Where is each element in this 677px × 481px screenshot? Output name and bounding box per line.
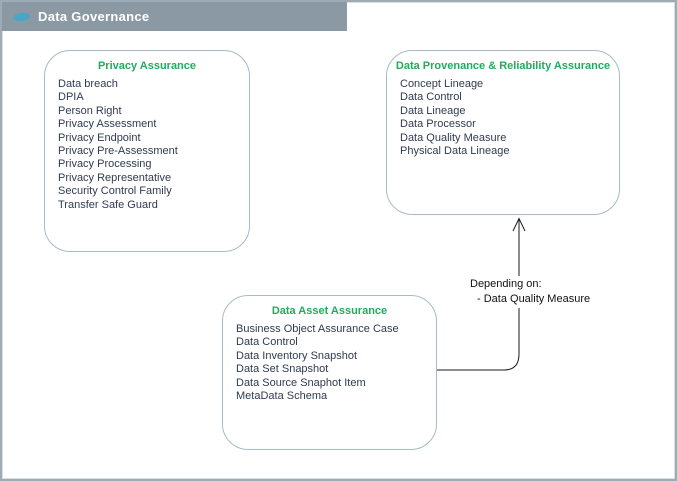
list-item: DPIA [58,91,84,104]
diagram-header: Data Governance [2,2,347,31]
element-icon [12,11,31,22]
page-title: Data Governance [38,9,150,24]
box-data-provenance-reliability-assurance: Data Provenance & Reliability Assurance … [386,50,620,215]
box-title: Data Provenance & Reliability Assurance [395,60,611,72]
list-item: Security Control Family [58,185,172,198]
list-item: Data Lineage [400,104,466,117]
list-item: Data breach [58,78,118,90]
list-item: Privacy Processing [58,158,152,171]
dependency-label: Depending on: - Data Quality Measure [468,276,594,308]
list-item: MetaData Schema [236,390,328,403]
list-item: Data Processor [400,118,476,131]
list-item: Transfer Safe Guard [58,198,158,211]
list-item: Physical Data Lineage [400,145,510,158]
list-item: Data Quality Measure [400,131,507,144]
box-data-asset-assurance: Data Asset Assurance Business Object Ass… [222,295,437,450]
box-title: Privacy Assurance [97,60,197,72]
list-item: Privacy Pre-Assessment [58,145,178,158]
list-item: Privacy Representative [58,171,172,184]
dependency-label-line1: Depending on: [470,278,542,290]
list-item: Privacy Endpoint [58,131,141,144]
list-item: Privacy Assessment [58,118,157,131]
dependency-label-line2: - Data Quality Measure [477,293,591,305]
list-item: Data Source Snaphot Item [236,376,366,389]
list-item: Person Right [58,104,122,117]
list-item: Data Control [400,91,462,104]
list-item: Business Object Assurance Case [236,323,399,335]
list-item: Data Inventory Snapshot [236,349,358,362]
list-item: Data Control [236,336,298,349]
box-title: Data Asset Assurance [271,305,388,317]
list-item: Data Set Snapshot [236,363,329,376]
list-item: Concept Lineage [400,78,484,90]
